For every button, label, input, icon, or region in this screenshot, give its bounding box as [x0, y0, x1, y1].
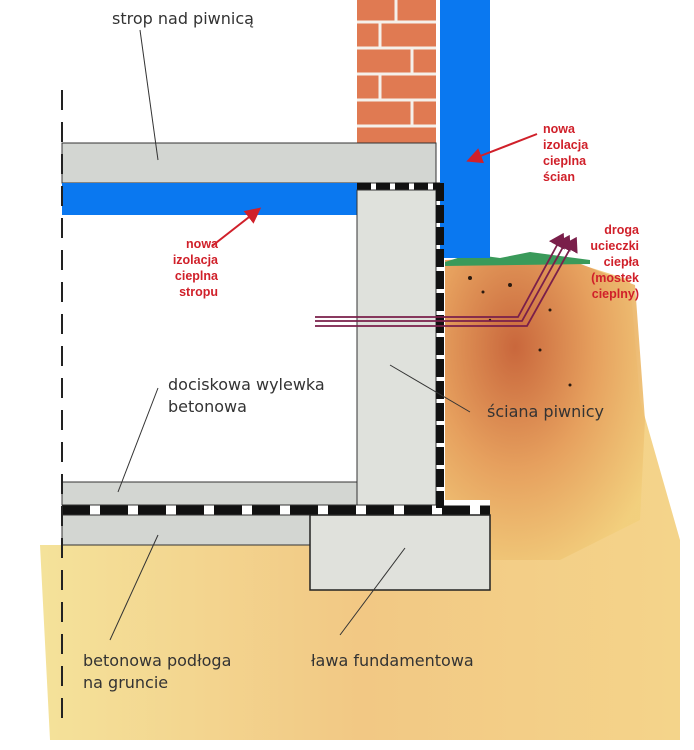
brick-wall	[357, 0, 436, 145]
annotation-line: nowa	[543, 122, 575, 136]
label-screed-line1: dociskowa wylewka	[168, 375, 325, 394]
ceiling-insulation	[62, 183, 357, 215]
annotation-line: droga	[604, 223, 639, 237]
annotation-line: nowa	[186, 237, 218, 251]
label-floor-line1: betonowa podłoga	[83, 651, 232, 670]
annotation-line: stropu	[179, 285, 218, 299]
leader-ceiling	[139, 29, 159, 161]
ceiling-slab	[61, 142, 437, 184]
annotation-thermal-bridge: droga ucieczki ciepła (mostek cieplny)	[590, 222, 639, 302]
wall-insulation	[440, 0, 490, 258]
arrow-ceiling-insulation	[211, 207, 262, 247]
heat-path-arrows	[315, 232, 578, 327]
annotation-line: ścian	[543, 170, 575, 184]
concrete-floor	[61, 514, 311, 546]
basement-wall	[356, 189, 437, 506]
footing	[309, 514, 491, 591]
annotation-wall-insulation: nowa izolacja cieplna ścian	[543, 121, 588, 185]
arrow-wall-insulation	[466, 133, 538, 164]
annotation-line: izolacja	[172, 253, 218, 267]
annotation-ceiling-insulation: nowa izolacja cieplna stropu	[173, 236, 218, 300]
annotation-line: ucieczki	[590, 239, 639, 253]
annotation-line: izolacja	[543, 138, 589, 152]
annotation-line: cieplna	[543, 154, 587, 168]
leader-screed	[117, 387, 159, 493]
label-basement-wall: ściana piwnicy	[487, 402, 604, 421]
floor-screed	[61, 481, 358, 506]
leader-basement-wall	[389, 364, 471, 413]
annotation-line: cieplny)	[591, 287, 639, 301]
annotation-line: cieplna	[174, 269, 218, 283]
soil	[445, 256, 645, 560]
label-ceiling: strop nad piwnicą	[112, 9, 254, 28]
leader-floor	[109, 534, 159, 641]
label-screed-line2: betonowa	[168, 397, 247, 416]
annotation-line: (mostek	[591, 271, 639, 285]
label-footing: ława fundamentowa	[311, 651, 474, 670]
annotation-line: ciepła	[603, 255, 639, 269]
label-floor-line2: na gruncie	[83, 673, 169, 692]
leader-footing	[339, 547, 406, 636]
